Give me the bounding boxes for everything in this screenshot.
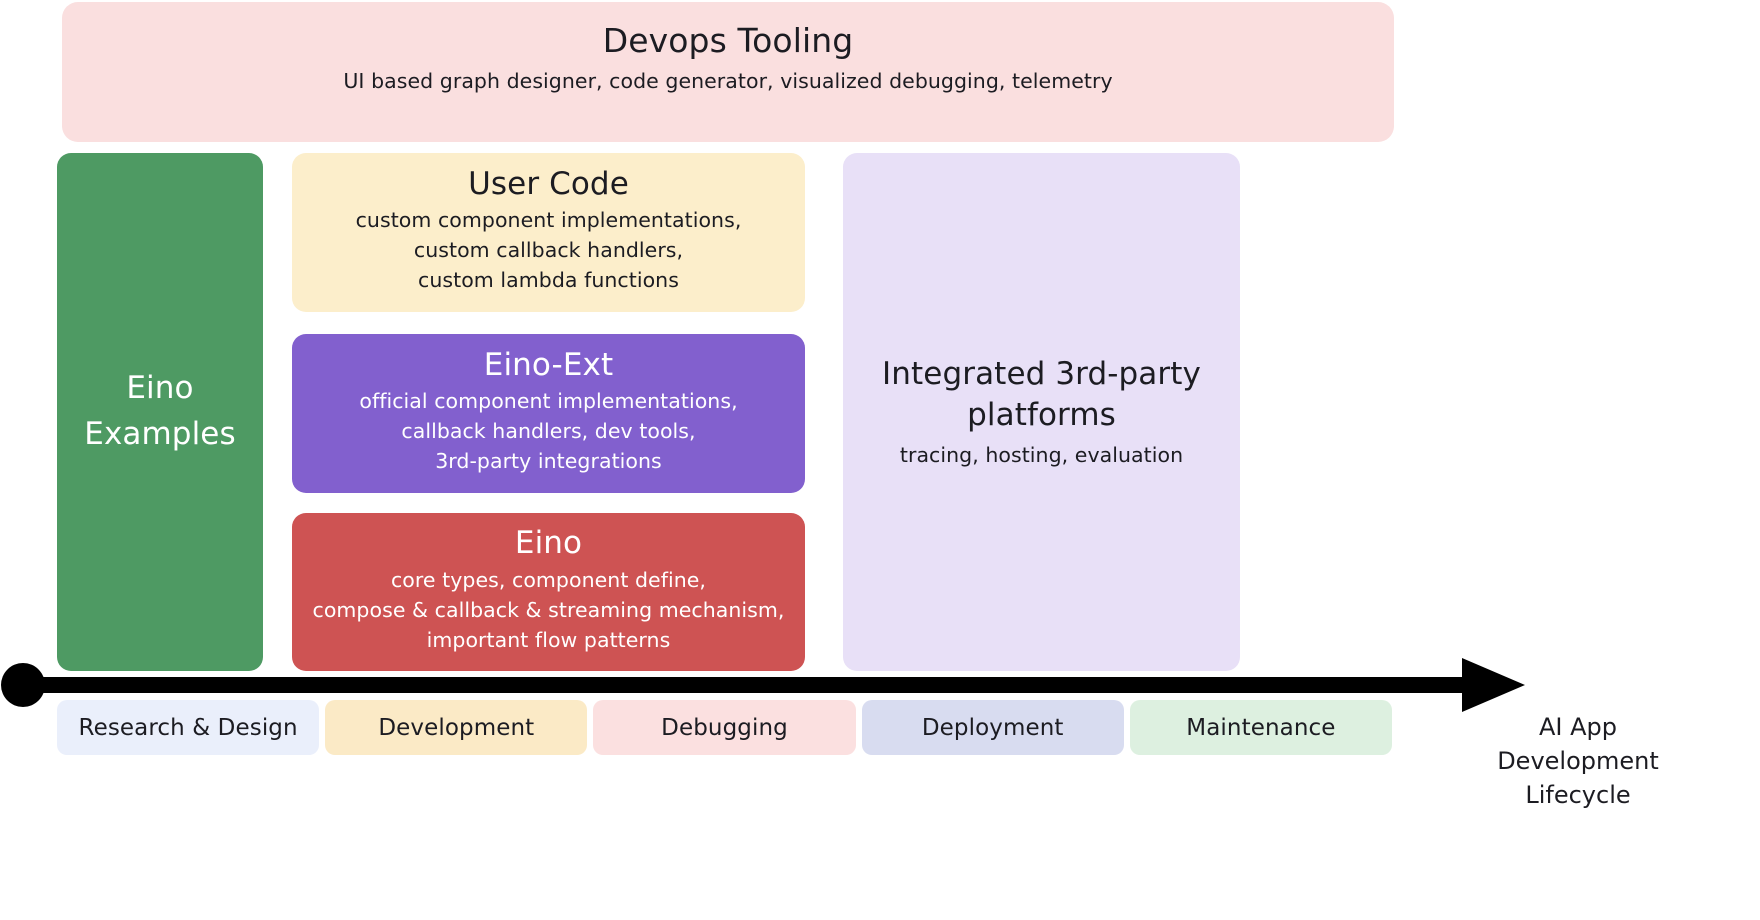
timeline-start-dot [1,663,45,707]
eino-examples-title: Eino Examples [84,366,235,458]
lifecycle-stage-development[interactable]: Development [325,700,588,755]
lifecycle-stage-label: Deployment [921,714,1064,741]
lifecycle-stage-research-design[interactable]: Research & Design [57,700,320,755]
axis-caption-line-1: AI App [1538,713,1617,741]
lifecycle-stage-label: Debugging [661,714,788,741]
eino-examples-column: Eino Examples [57,153,263,671]
eino-ext-desc-line-3: 3rd-party integrations [435,449,662,474]
lifecycle-stage-label: Maintenance [1186,714,1336,741]
third-party-description: tracing, hosting, evaluation [899,442,1184,467]
lifecycle-stage-maintenance[interactable]: Maintenance [1129,700,1393,755]
third-party-title: Integrated 3rd-party platforms [882,354,1201,436]
eino-ext-desc-line-1: official component implementations, [359,389,738,414]
user-code-desc-line-3: custom lambda functions [418,268,679,293]
eino-ext-title: Eino-Ext [483,346,614,383]
eino-ext-description: official component implementations, call… [359,386,737,476]
devops-tooling-description: UI based graph designer, code generator,… [343,68,1113,93]
third-party-title-line-2: platforms [967,396,1116,433]
eino-description: core types, component define, compose & … [313,565,785,655]
eino-ext-box: Eino-Ext official component implementati… [292,334,805,493]
user-code-desc-line-1: custom component implementations, [355,208,742,233]
timeline-line [23,677,1475,693]
third-party-title-line-1: Integrated 3rd-party [882,356,1201,393]
devops-tooling-title: Devops Tooling [602,21,854,60]
user-code-box: User Code custom component implementatio… [292,153,805,312]
lifecycle-stage-list: Research & Design Development Debugging … [57,700,1393,755]
timeline-arrowhead-icon [1462,658,1525,712]
eino-desc-line-2: compose & callback & streaming mechanism… [312,597,785,622]
eino-desc-line-1: core types, component define, [390,567,706,592]
eino-title: Eino [514,525,583,562]
lifecycle-stage-deployment[interactable]: Deployment [861,700,1124,755]
eino-examples-line-1: Eino [126,370,194,407]
eino-box: Eino core types, component define, compo… [292,513,805,671]
user-code-title: User Code [468,165,629,202]
eino-examples-line-2: Examples [84,416,236,452]
lifecycle-stage-label: Development [378,714,535,741]
user-code-description: custom component implementations, custom… [356,205,742,295]
lifecycle-stage-label: Research & Design [78,714,298,741]
lifecycle-stage-debugging[interactable]: Debugging [593,700,856,755]
axis-caption-line-3: Lifecycle [1525,781,1631,810]
integrated-third-party-platforms-panel: Integrated 3rd-party platforms tracing, … [843,153,1240,671]
eino-ext-desc-line-2: callback handlers, dev tools, [401,419,696,444]
devops-tooling-banner: Devops Tooling UI based graph designer, … [62,2,1394,142]
axis-caption-line-2: Development [1497,747,1659,776]
user-code-desc-line-2: custom callback handlers, [413,238,684,263]
eino-desc-line-3: important flow patterns [426,627,671,652]
axis-caption: AI App Development Lifecycle [1398,710,1758,812]
